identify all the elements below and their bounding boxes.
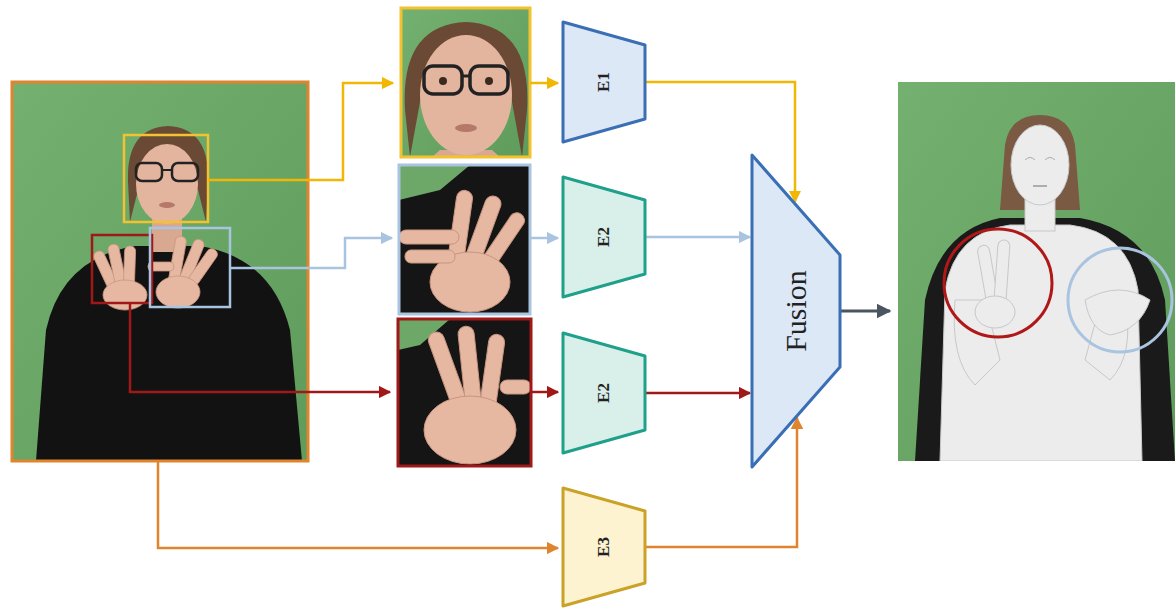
left-hand-circle	[1068, 248, 1172, 352]
feed-arrow	[530, 237, 558, 240]
encoder-box: E2	[563, 177, 645, 297]
right-hand-circle	[944, 229, 1052, 337]
right-hand-box	[92, 235, 152, 303]
left-hand-crop	[399, 165, 530, 314]
right-hand-crop-frame	[398, 319, 531, 466]
fusion-box: Fusion	[752, 155, 840, 467]
feed-arrow	[158, 461, 558, 548]
encoder-box: E1	[563, 22, 645, 142]
crop-arrow	[230, 238, 392, 268]
right-hand-crop	[398, 319, 531, 466]
feed-arrow	[531, 391, 558, 394]
connector-arrow	[645, 392, 750, 395]
face-box	[124, 135, 208, 222]
face-crop-frame	[401, 8, 530, 157]
encoder-box: E2	[563, 333, 645, 453]
feed-arrow	[530, 82, 558, 85]
encoder-label: E3	[594, 537, 614, 557]
encoder-label: E1	[594, 72, 614, 92]
input-photo	[12, 82, 308, 461]
encoder-label: E2	[594, 227, 614, 247]
crop-arrow	[130, 303, 390, 392]
output-render	[898, 82, 1175, 461]
fusion-label: Fusion	[779, 270, 813, 352]
left-hand-box	[150, 228, 230, 307]
face-crop	[401, 8, 530, 157]
encoder-label: E2	[594, 383, 614, 403]
output-arrow	[841, 310, 890, 313]
connector-arrow	[645, 236, 750, 239]
crop-arrow	[208, 83, 393, 180]
left-hand-crop-frame	[399, 165, 530, 314]
encoder-box: E3	[563, 488, 645, 606]
input-frame	[12, 82, 308, 461]
